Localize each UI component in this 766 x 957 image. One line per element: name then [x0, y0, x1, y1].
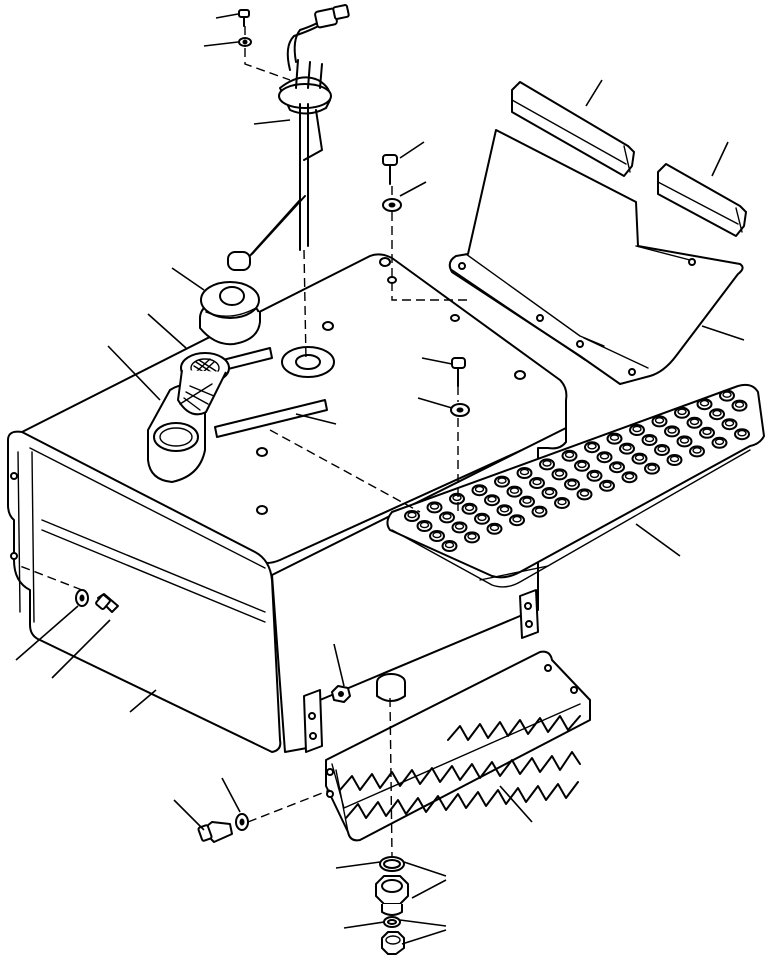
tread-hole-rim [632, 425, 642, 433]
tread-hole-rim [734, 401, 745, 408]
tread-hole-rim [407, 511, 417, 519]
tread-hole-rim [519, 468, 530, 476]
tread-hole-rim [622, 444, 632, 451]
tread-hole-rim [444, 541, 455, 549]
tread-plate [386, 383, 765, 588]
tread-hole-rim [679, 437, 690, 444]
lower-bolt [197, 821, 233, 843]
tread-hole-rim [474, 485, 485, 493]
drain-plug [381, 931, 405, 955]
tread-hole-rim [564, 451, 575, 459]
callout-leaders [15, 13, 745, 945]
tread-hole-rim [577, 461, 587, 469]
tread-hole-rim [497, 477, 507, 484]
step-ladder [325, 650, 591, 842]
tread-hole-rim [532, 478, 542, 486]
drain-o-ring-2 [383, 916, 401, 928]
tread-hole-rim [737, 429, 747, 437]
rubber-seal-strip-1 [511, 81, 635, 177]
tread-hole-rim [509, 487, 520, 494]
tread-hole-rim [602, 481, 612, 489]
bracket-nut [331, 685, 351, 703]
tread-hole-rim [452, 494, 462, 502]
cover-washer [382, 198, 402, 212]
tread-hole-rim [702, 428, 712, 436]
plate-bolt [451, 357, 466, 387]
tread-hole-rim [644, 435, 655, 443]
fuel-tank [7, 253, 568, 753]
tread-hole-rim [599, 452, 610, 460]
side-guard-panel [448, 129, 744, 385]
tread-hole-rim [522, 497, 532, 504]
tread-hole-rim [724, 419, 735, 427]
tread-hole-rim [589, 471, 600, 479]
tread-hole-rim [587, 442, 597, 450]
tread-hole-rim [499, 505, 510, 513]
tread-hole-rim [692, 447, 702, 454]
tread-hole-rim [512, 515, 522, 523]
filler-strainer [177, 352, 230, 416]
filler-cap [199, 281, 261, 346]
mounting-bracket-left [303, 689, 323, 753]
tread-hole-rim [542, 460, 552, 467]
tread-hole-rim [464, 504, 475, 512]
tread-hole-rim [689, 418, 700, 426]
tread-hole-rim [534, 507, 545, 514]
tread-hole-rim [489, 524, 500, 532]
tread-hole-rim [667, 427, 677, 434]
tread-hole-rim [429, 503, 440, 510]
tread-hole-rim [567, 480, 577, 487]
rubber-seal-strip-2 [657, 163, 747, 237]
tread-hole-rim [634, 454, 645, 461]
tread-hole-rim [544, 488, 555, 496]
tread-hole-rim [454, 523, 465, 530]
tread-hole-rim [554, 470, 565, 477]
tread-hole-rim [579, 490, 590, 497]
front-washer [75, 589, 89, 607]
tread-hole-rim [432, 531, 442, 539]
tread-hole-rim [557, 498, 567, 506]
tread-hole-rim [612, 462, 622, 470]
drain-fitting [375, 875, 409, 916]
front-bolt [95, 593, 119, 613]
tread-hole-rim [442, 513, 452, 520]
sender-mount-bolt [238, 9, 252, 47]
tread-hole-rim [722, 391, 732, 398]
tread-hole-rim [477, 514, 487, 522]
lower-washer [235, 813, 249, 831]
tread-hole-rim [487, 495, 497, 503]
plate-washer [450, 403, 470, 417]
tread-hole-rim [647, 464, 657, 471]
tread-hole-rim [654, 417, 665, 424]
mounting-bracket-right [519, 589, 539, 639]
fuel-level-sender [227, 4, 350, 271]
assembly-lines [19, 26, 470, 857]
tread-hole-rim [419, 521, 430, 529]
tread-hole-rim [714, 438, 725, 446]
tread-hole-rim [657, 445, 667, 453]
tread-hole-rim [699, 399, 710, 407]
drain-o-ring-1 [379, 856, 405, 872]
tread-hole-rim [467, 533, 477, 540]
drain-boss [376, 673, 406, 702]
cover-bolt [382, 154, 398, 185]
tread-hole-rim [712, 409, 722, 417]
tread-hole-rim [624, 472, 635, 480]
tread-hole-rim [609, 434, 620, 441]
tread-hole-rim [677, 408, 687, 416]
tread-hole-rim [669, 455, 680, 463]
tread-holes [404, 389, 750, 552]
